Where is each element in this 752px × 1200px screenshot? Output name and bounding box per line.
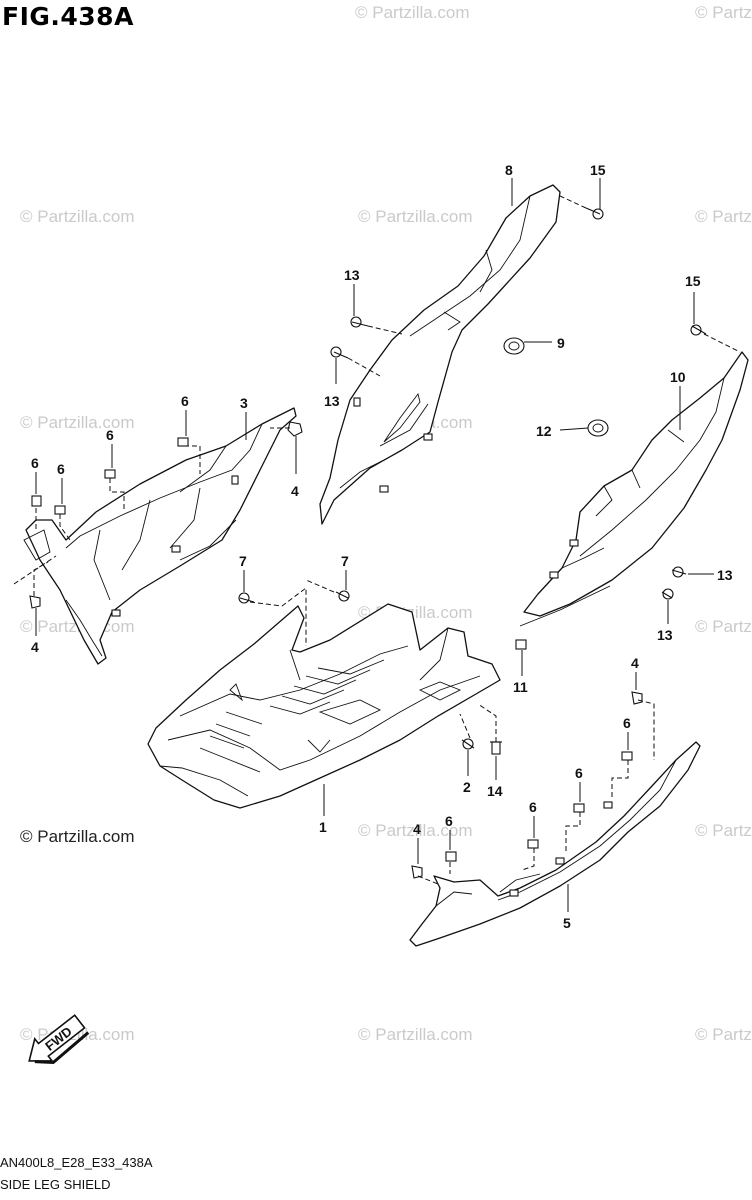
callout-9[interactable]: 9 — [557, 335, 565, 351]
screw-13 — [661, 588, 674, 600]
grommet-9 — [503, 337, 525, 355]
callout-4[interactable]: 4 — [31, 639, 39, 655]
screw-15 — [585, 207, 604, 220]
watermark: © Partzilla.com — [358, 821, 473, 840]
callout-10[interactable]: 10 — [670, 369, 686, 385]
watermark: © Partzilla.com — [20, 413, 135, 432]
nut-4 — [287, 421, 303, 437]
part-10-side-cover — [519, 351, 749, 627]
screw-7 — [335, 590, 350, 602]
nut-4 — [411, 865, 423, 879]
fwd-direction-arrow: FWD — [28, 1014, 90, 1064]
callout-1[interactable]: 1 — [319, 819, 327, 835]
figure-title: FIG.438A — [2, 2, 134, 31]
watermark: © Partzilla.com — [358, 207, 473, 226]
callout-13[interactable]: 13 — [324, 393, 340, 409]
watermark: © Partzilla.com — [358, 1025, 473, 1044]
watermark: © Partzilla.com — [20, 827, 135, 846]
callout-13[interactable]: 13 — [717, 567, 733, 583]
part-1-floor-board — [147, 603, 501, 809]
nut-4 — [29, 595, 41, 609]
watermark: © Partzilla.com — [355, 3, 470, 22]
watermark: © Partzilla.com — [20, 207, 135, 226]
callout-11[interactable]: 11 — [513, 679, 528, 695]
clip-mark — [549, 571, 559, 579]
clip-mark — [111, 609, 121, 617]
watermark: © Partzilla.com — [695, 1025, 752, 1044]
callout-4[interactable]: 4 — [413, 821, 421, 837]
callout-12[interactable]: 12 — [536, 423, 552, 439]
clip-mark — [231, 475, 239, 485]
callout-6[interactable]: 6 — [106, 427, 114, 443]
part-8-side-cover — [319, 184, 561, 525]
watermark: © Partzilla.com — [695, 617, 752, 636]
clip-6 — [445, 851, 457, 862]
nut-4 — [631, 691, 643, 705]
callout-5[interactable]: 5 — [563, 915, 571, 931]
part-5-lower-cover — [409, 741, 701, 947]
watermark: © Partzilla.com — [695, 207, 752, 226]
callout-14[interactable]: 14 — [487, 783, 503, 799]
callout-7[interactable]: 7 — [239, 553, 247, 569]
clip-6 — [527, 839, 539, 849]
callout-4[interactable]: 4 — [291, 483, 299, 499]
screw-13 — [671, 566, 687, 578]
clip-6 — [54, 505, 66, 515]
screw-2 — [461, 738, 475, 750]
clip-mark — [353, 397, 361, 407]
clip-mark — [603, 801, 613, 809]
callout-6[interactable]: 6 — [31, 455, 39, 471]
callout-6[interactable]: 6 — [575, 765, 583, 781]
callout-labels: 8 15 13 13 9 15 10 12 13 13 11 3 6 6 6 6… — [31, 162, 733, 931]
dashed-reference-lines — [13, 195, 741, 885]
callout-3[interactable]: 3 — [240, 395, 248, 411]
callout-6[interactable]: 6 — [445, 813, 453, 829]
screw-7 — [238, 592, 255, 604]
screw-13 — [350, 316, 369, 328]
callout-15[interactable]: 15 — [685, 273, 701, 289]
clip-6 — [177, 437, 189, 447]
clip-mark — [509, 889, 519, 897]
clip-6 — [104, 469, 116, 479]
watermark: © Partzilla.com — [695, 3, 752, 22]
leader-lines — [35, 178, 714, 912]
clip-6 — [573, 803, 585, 813]
callout-2[interactable]: 2 — [463, 779, 471, 795]
clip-6 — [621, 751, 633, 761]
clip-mark — [555, 857, 565, 865]
clip-mark — [379, 485, 389, 493]
clip-mark — [569, 539, 579, 547]
watermark: © Partzilla.com — [695, 821, 752, 840]
bolt-14 — [490, 741, 502, 755]
callout-6[interactable]: 6 — [529, 799, 537, 815]
callout-8[interactable]: 8 — [505, 162, 513, 178]
part-3-side-cover — [23, 407, 297, 665]
callout-4[interactable]: 4 — [631, 655, 639, 671]
callout-13[interactable]: 13 — [657, 627, 673, 643]
callout-15[interactable]: 15 — [590, 162, 606, 178]
clip-mark — [423, 433, 433, 441]
callout-6[interactable]: 6 — [181, 393, 189, 409]
screw-13 — [330, 346, 349, 359]
callout-6[interactable]: 6 — [623, 715, 631, 731]
clip-6 — [31, 495, 42, 507]
clip-mark — [171, 545, 181, 553]
clip-11 — [515, 639, 527, 650]
callout-7[interactable]: 7 — [341, 553, 349, 569]
callout-6[interactable]: 6 — [57, 461, 65, 477]
screw-15 — [690, 324, 707, 336]
grommet-12 — [587, 419, 609, 437]
figure-code: AN400L8_E28_E33_438A — [0, 1155, 153, 1170]
callout-13[interactable]: 13 — [344, 267, 360, 283]
figure-name: SIDE LEG SHIELD — [0, 1177, 111, 1192]
fasteners — [29, 207, 707, 879]
